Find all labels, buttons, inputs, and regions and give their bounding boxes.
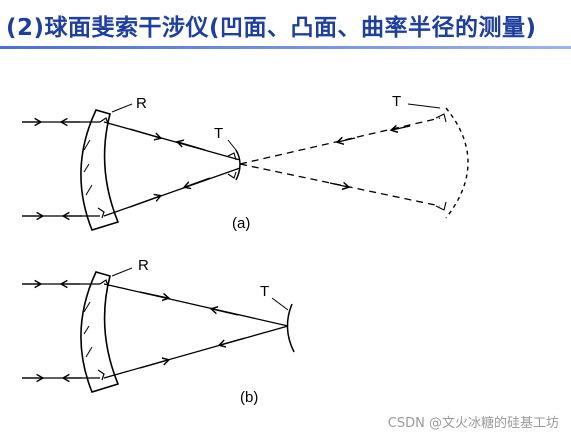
leader-R-a	[111, 103, 133, 113]
test-surface-convex-a	[235, 149, 241, 181]
lens-hatching-a	[83, 139, 93, 196]
leader-T-a	[227, 139, 237, 151]
converging-rays-a	[103, 121, 241, 217]
normal-mark-bottom-b	[97, 369, 105, 381]
diverging-ray-arrows-a	[329, 126, 411, 187]
normal-mark-far-top-a	[435, 113, 447, 123]
lens-hatching-b	[83, 301, 93, 358]
normal-mark-focus-bottom-a	[227, 171, 237, 179]
test-surface-b	[286, 303, 295, 353]
label-T-b: T	[260, 283, 269, 300]
title-underline	[0, 46, 571, 49]
label-R-a: R	[136, 95, 147, 112]
normal-mark-top-a	[99, 117, 109, 125]
converging-rays-b	[103, 283, 289, 379]
label-T-a: T	[214, 125, 223, 142]
caption-a: (a)	[232, 215, 250, 232]
normal-mark-focus-top-a	[227, 152, 237, 161]
label-T-far-a: T	[392, 93, 401, 110]
leader-T-far-a	[407, 103, 441, 109]
watermark: CSDN @文火冰糖的硅基工坊	[387, 416, 559, 431]
test-surface-concave-a	[445, 107, 469, 219]
caption-b: (b)	[240, 389, 258, 406]
page-title: (2)球面斐索干涉仪(凹面、凸面、曲率半径的测量)	[6, 15, 537, 41]
reference-lens-b	[80, 271, 120, 393]
leader-T-b	[271, 297, 289, 311]
diverging-rays-a	[239, 117, 441, 207]
normal-mark-far-bottom-a	[435, 201, 447, 211]
leader-R-b	[111, 267, 133, 277]
diagram-a: R T T (a)	[22, 93, 469, 232]
normal-mark-top-b	[99, 279, 109, 287]
diagram-b: R T (b)	[22, 257, 295, 406]
reference-lens-a	[80, 109, 120, 231]
label-R-b: R	[138, 257, 149, 274]
normal-mark-bottom-a	[97, 207, 105, 219]
